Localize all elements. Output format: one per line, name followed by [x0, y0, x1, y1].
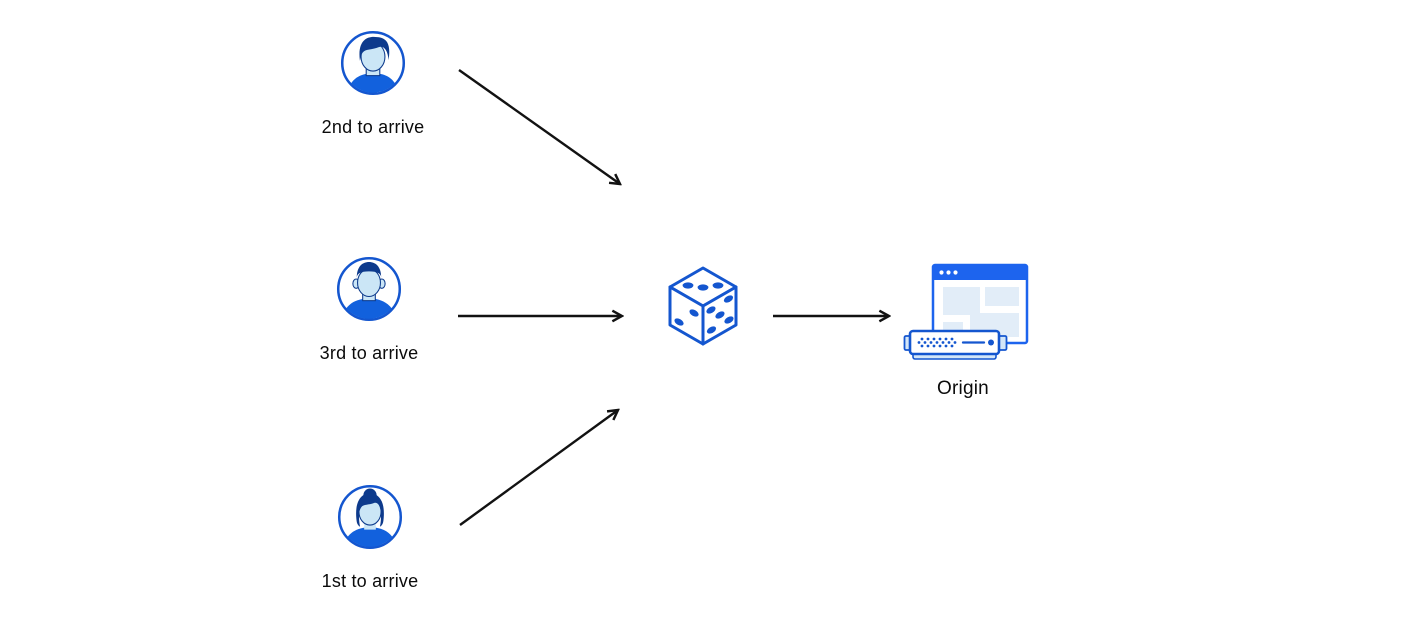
female-avatar-icon: [337, 484, 403, 550]
node-second-arrival: 2nd to arrive: [293, 30, 453, 138]
node-origin: Origin: [883, 263, 1043, 400]
node-label-second-arrival: 2nd to arrive: [321, 117, 425, 137]
node-randomizer: [666, 264, 740, 348]
male-avatar-icon: [340, 30, 406, 96]
node-first-arrival: 1st to arrive: [290, 484, 450, 592]
node-label-third-arrival: 3rd to arrive: [319, 343, 419, 363]
arrow-first-to-dice: [459, 410, 618, 526]
dice-icon: [668, 266, 738, 346]
server-dot-pattern: [917, 337, 957, 348]
node-label-origin: Origin: [937, 378, 989, 399]
node-third-arrival: 3rd to arrive: [289, 256, 449, 364]
origin-server-icon: [903, 263, 1029, 360]
male-avatar-icon: [336, 256, 402, 322]
arrow-second-to-dice: [458, 69, 620, 184]
node-label-first-arrival: 1st to arrive: [321, 571, 419, 591]
